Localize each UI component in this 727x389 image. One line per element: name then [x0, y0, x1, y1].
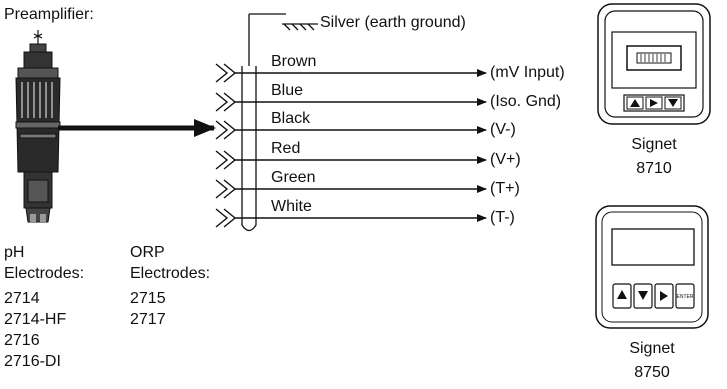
- signet-8710-label: Signet 8710: [604, 136, 704, 178]
- wire-chevron: [215, 179, 237, 199]
- wire-chevron: [215, 92, 237, 112]
- wire-color-label: Black: [271, 110, 311, 127]
- orp-heading-line1: ORP: [130, 244, 165, 261]
- signet-8710-instrument: [597, 3, 711, 125]
- ph-electrode-item: 2714-HF: [4, 311, 67, 328]
- signet-8710-model: 8710: [636, 160, 672, 177]
- wire-color-label: White: [271, 198, 312, 215]
- preamplifier-probe-icon: [15, 30, 61, 223]
- ph-heading: pH Electrodes:: [4, 244, 84, 283]
- signet-8710-brand: Signet: [631, 136, 677, 153]
- enter-key-label: ENTER: [677, 294, 694, 300]
- ph-heading-line2: Electrodes:: [4, 265, 85, 282]
- cable-bundle: [241, 66, 257, 232]
- wire-signal-label: (T+): [490, 180, 520, 197]
- wire-color-label: Red: [271, 140, 301, 157]
- ph-electrode-item: 2716-DI: [4, 353, 61, 370]
- ph-electrode-item: 2716: [4, 332, 40, 349]
- signet-8750-instrument: ENTER: [595, 205, 709, 329]
- orp-heading: ORP Electrodes:: [130, 244, 210, 283]
- signet-8750-label: Signet 8750: [602, 340, 702, 382]
- preamplifier-title: Preamplifier:: [4, 6, 94, 23]
- wire-signal-label: (V-): [490, 121, 516, 138]
- wire-color-label: Brown: [271, 53, 317, 70]
- orp-electrode-list: 2715 2717: [130, 290, 166, 329]
- wire-color-label: Green: [271, 169, 316, 186]
- ph-heading-line1: pH: [4, 244, 25, 261]
- ph-electrode-item: 2714: [4, 290, 40, 307]
- wire-color-label: Blue: [271, 82, 304, 99]
- wire-signal-label: (T-): [490, 209, 515, 226]
- wire-chevron: [215, 63, 237, 83]
- wire-signal-label: (V+): [490, 151, 521, 168]
- wire-chevron: [215, 150, 237, 170]
- wire-lines: [215, 63, 487, 228]
- signet-8750-brand: Signet: [629, 340, 675, 357]
- wire-signal-label: (mV Input): [490, 64, 565, 81]
- wire-signal-label: (Iso. Gnd): [490, 93, 562, 110]
- wire-chevron: [215, 208, 237, 228]
- orp-electrode-item: 2717: [130, 311, 166, 328]
- ph-electrode-list: 2714 2714-HF 2716 2716-DI: [4, 290, 66, 371]
- signet-8750-model: 8750: [634, 364, 670, 381]
- orp-heading-line2: Electrodes:: [130, 265, 211, 282]
- wire-chevron: [215, 120, 237, 140]
- orp-electrode-item: 2715: [130, 290, 166, 307]
- ground-label: Silver (earth ground): [320, 14, 466, 31]
- earth-ground-icon: [248, 13, 318, 66]
